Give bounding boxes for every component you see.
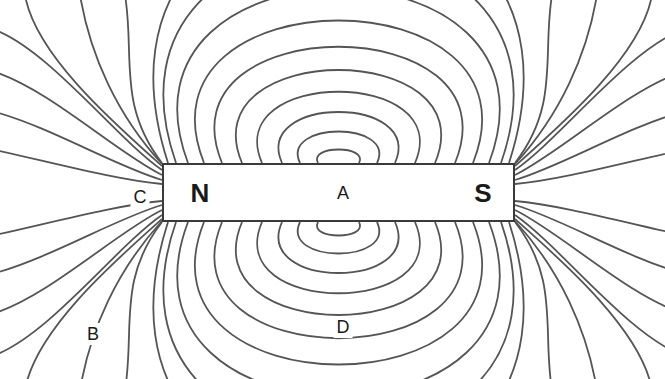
field-line bbox=[298, 222, 380, 254]
field-line bbox=[177, 222, 500, 379]
field-line bbox=[214, 47, 462, 163]
bar-magnet: NAS bbox=[162, 163, 515, 222]
field-line bbox=[153, 0, 523, 163]
field-line bbox=[195, 222, 482, 365]
field-line bbox=[153, 222, 523, 379]
field-line bbox=[298, 132, 380, 164]
field-line bbox=[236, 70, 441, 163]
field-line bbox=[515, 215, 665, 355]
field-line bbox=[515, 219, 652, 379]
field-line bbox=[278, 112, 398, 163]
field-line bbox=[163, 222, 513, 379]
field-line bbox=[0, 150, 162, 184]
field-line bbox=[214, 222, 462, 338]
region-label: D bbox=[334, 316, 353, 338]
field-line bbox=[25, 0, 162, 166]
field-line bbox=[0, 30, 162, 170]
field-line bbox=[278, 222, 398, 273]
field-line bbox=[0, 215, 162, 355]
field-line bbox=[317, 150, 360, 164]
region-label: B bbox=[84, 323, 102, 345]
field-line bbox=[80, 0, 162, 164]
field-line bbox=[257, 222, 420, 293]
field-line bbox=[80, 221, 162, 379]
field-line bbox=[236, 222, 441, 315]
field-line bbox=[515, 222, 552, 379]
field-line bbox=[125, 0, 162, 163]
pole-label: S bbox=[474, 180, 491, 206]
region-label: C bbox=[131, 186, 150, 208]
field-line bbox=[177, 0, 500, 163]
field-line bbox=[515, 221, 597, 379]
field-line bbox=[317, 222, 360, 236]
field-line bbox=[125, 222, 162, 379]
field-line bbox=[515, 150, 665, 184]
field-line bbox=[257, 92, 420, 163]
field-line bbox=[515, 201, 665, 235]
field-line bbox=[25, 219, 162, 379]
region-label: A bbox=[337, 184, 349, 202]
pole-label: N bbox=[191, 180, 210, 206]
field-line bbox=[515, 0, 652, 166]
field-line bbox=[195, 21, 482, 164]
field-line bbox=[515, 0, 552, 163]
field-line bbox=[163, 0, 513, 163]
field-line bbox=[515, 0, 597, 164]
field-line bbox=[515, 30, 665, 170]
